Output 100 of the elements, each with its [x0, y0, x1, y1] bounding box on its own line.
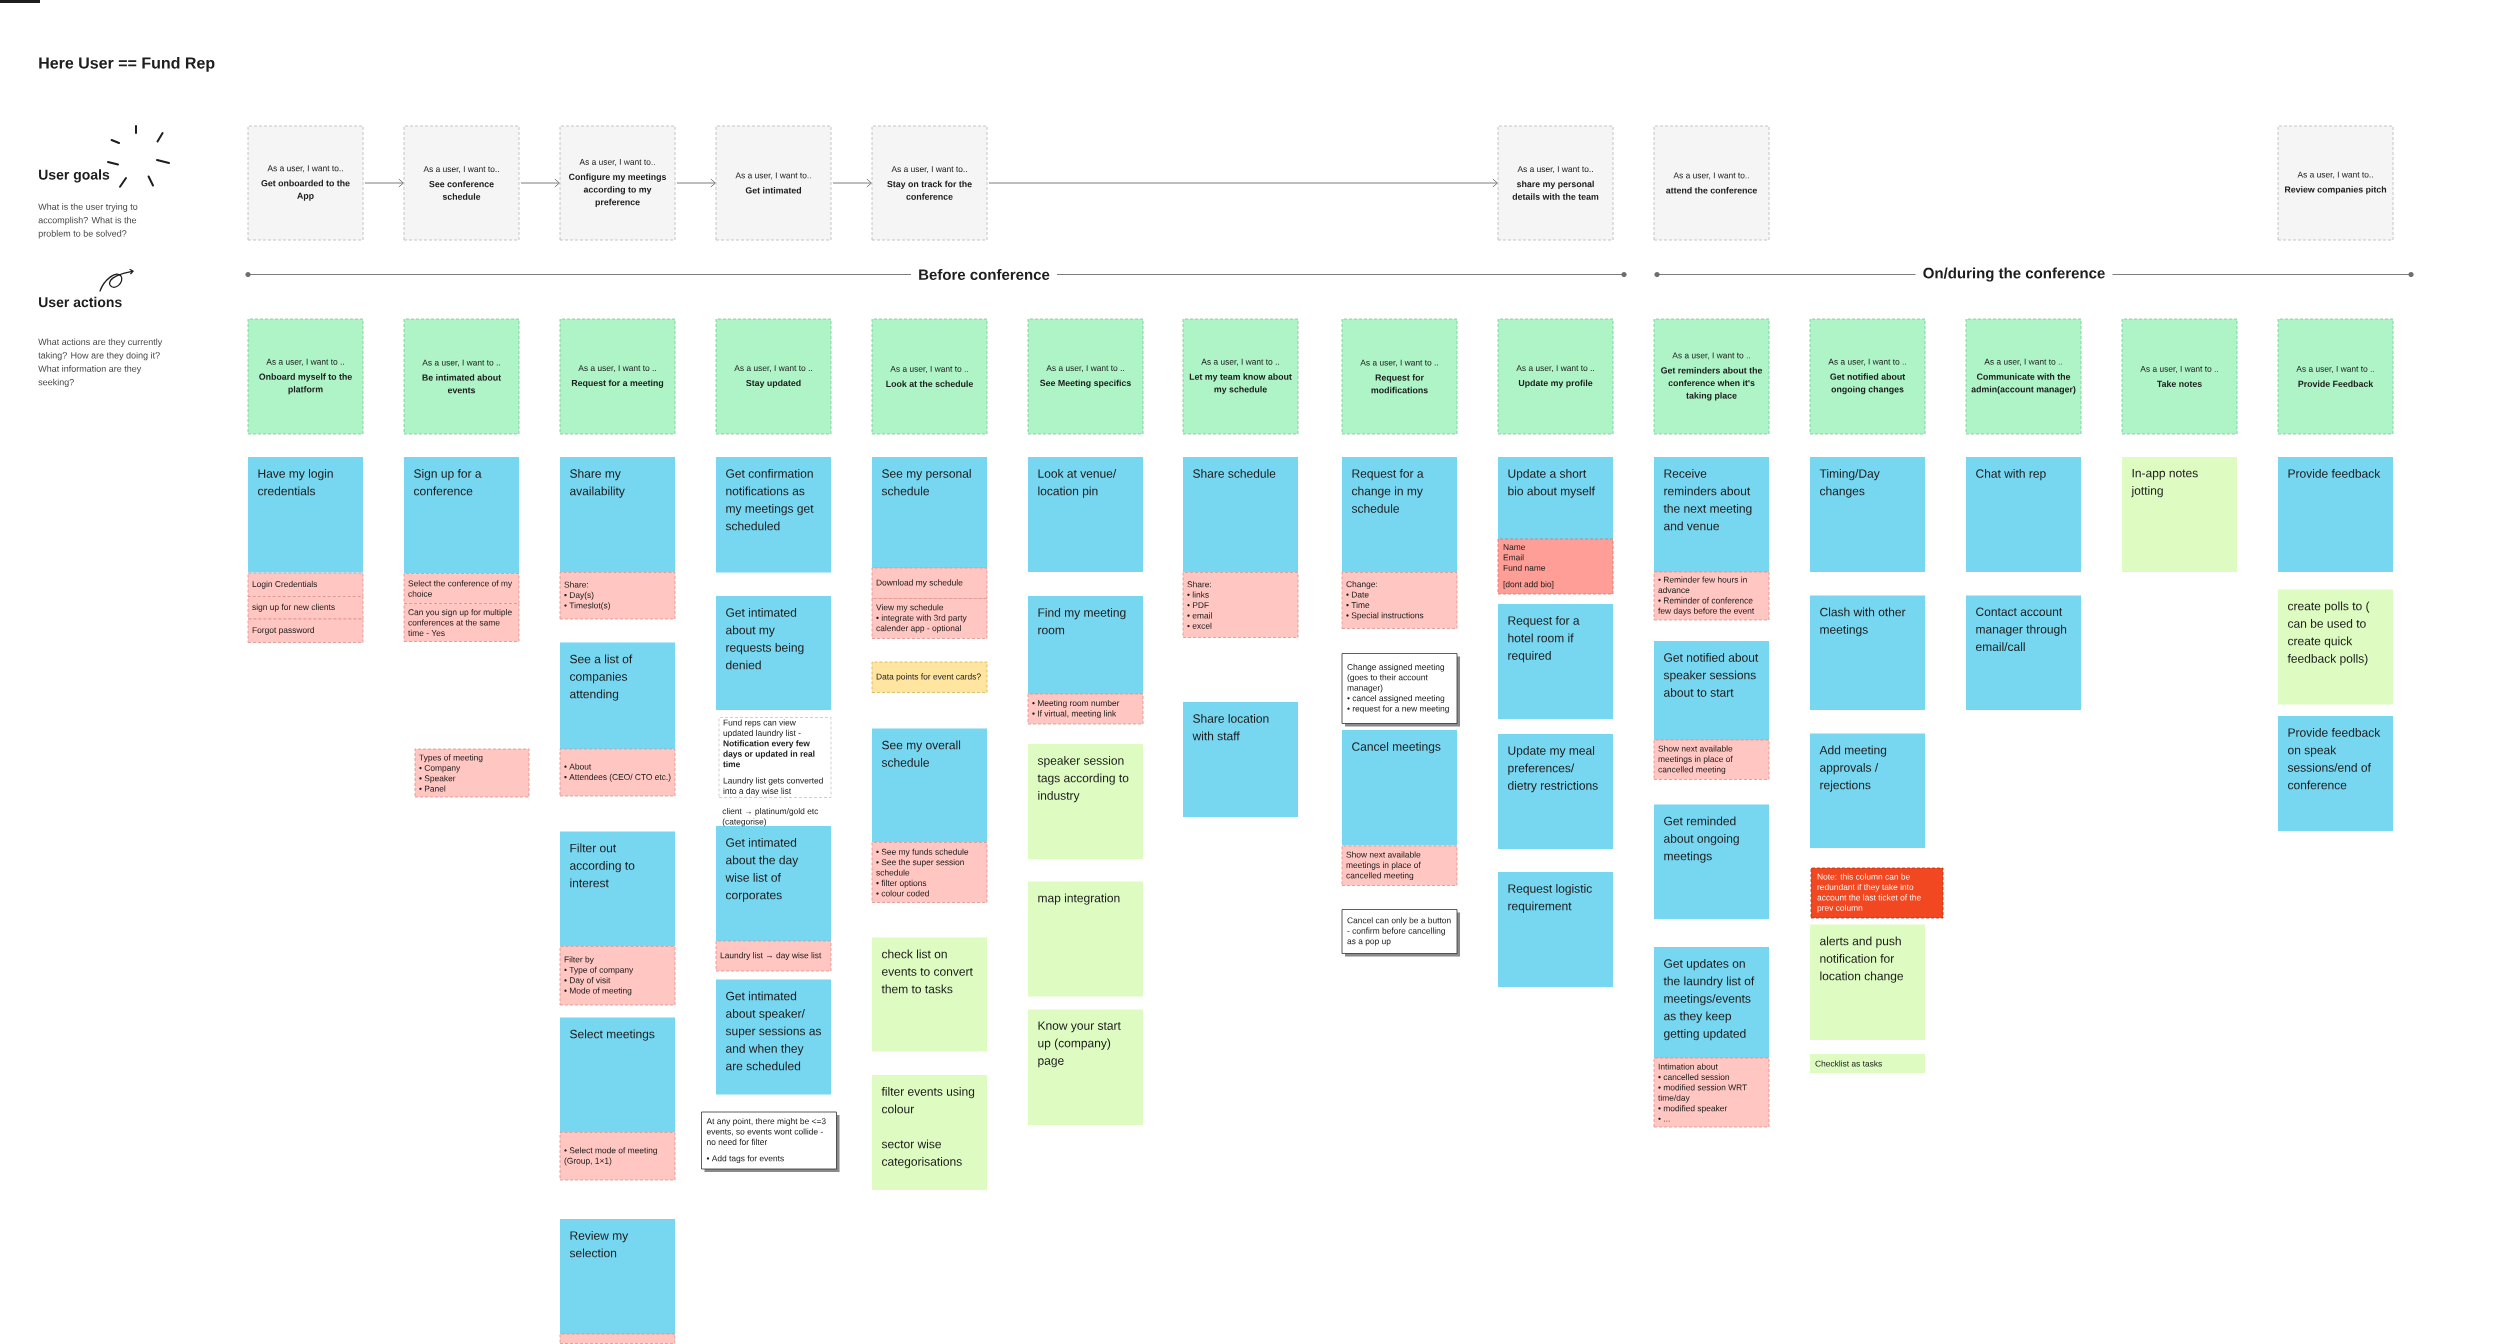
note-card: • Reminder few hours in advance • Reminder of conference few days before the event: [1653, 571, 1770, 621]
sticky-note: Provide feedback: [2278, 457, 2394, 572]
sticky-note: filter events using colour sector wise categorisations: [872, 1075, 987, 1190]
note-card: • Meeting room number • If virtual, meeting link: [1027, 693, 1144, 725]
action-card: As a user, I want to .. Update my profile: [1497, 318, 1614, 435]
note-card: Can you sign up for multiple conferences at the same time - Yes: [403, 603, 520, 642]
sticky-note: Request logistic requirement: [1498, 872, 1613, 987]
sticky-note: Get intimated about my requests being denied: [716, 596, 831, 710]
sticky-note: Update a short bio about myself: [1498, 457, 1613, 539]
section-heading: User actions: [39, 296, 122, 308]
sticky-note: Clash with other meetings: [1810, 595, 1926, 710]
arrow: [988, 178, 1498, 188]
arrow: [520, 178, 560, 188]
sticky-note: alerts and push notification for location change: [1810, 924, 1926, 1040]
sticky-note: Contact account manager through email/call: [1966, 595, 2082, 710]
goal-card: As a user, I want to.. See conference schedule: [403, 125, 520, 241]
action-card: As a user, I want to .. Let my team know about my schedule: [1182, 318, 1299, 435]
action-card: As a user, I want to .. See Meeting specifics: [1027, 318, 1144, 435]
note-card: • Select mode of meeting (Group, 1×1): [559, 1132, 676, 1181]
sticky-note: Filter out according to interest: [560, 831, 675, 947]
sticky-note: Get updates on the laundry list of meetings/events as they keep getting updated: [1654, 947, 1770, 1058]
action-card: As a user, I want to .. Onboard myself to the platform: [247, 318, 364, 435]
note-card: [559, 1333, 676, 1344]
note-card: Share: • Day(s) • Timeslot(s): [559, 572, 676, 620]
comment-card: Cancel can only be a button - confirm before cancelling as a pop up: [1341, 909, 1460, 957]
action-card: As a user, I want to .. Request for a meeting: [559, 318, 676, 435]
action-card: As a user, I want to .. Get notified about ongoing changes: [1809, 318, 1926, 435]
arrow: [832, 178, 872, 188]
sticky-note: Know your start up (company) page: [1028, 1009, 1143, 1125]
goal-card: As a user, I want to.. Configure my meetings according to my preference: [559, 125, 676, 241]
sticky-note: Get intimated about the day wise list of corporates: [716, 826, 831, 941]
sticky-note: Review my selection: [560, 1219, 675, 1334]
note-card: Share: • links • PDF • email • excel: [1182, 572, 1299, 638]
sticky-note: Get confirmation notifications as my meetings get scheduled: [716, 457, 831, 573]
note-card: Forgot password: [247, 618, 364, 643]
sticky-note: Share schedule: [1183, 457, 1298, 573]
sticky-note: Get intimated about speaker/ super sessions as and when they are scheduled: [716, 979, 831, 1095]
note-card: Checklist as tasks: [1810, 1054, 1926, 1073]
comment-card: Fund reps can view updated laundry list - Notification every few days or updated in real time Laundry list gets converted into a day wise list: [718, 717, 832, 798]
sticky-note: map integration: [1028, 881, 1143, 997]
goal-card: As a user, I want to.. share my personal details with the team: [1497, 125, 1614, 241]
note-card: sign up for new clients: [247, 596, 364, 620]
action-card: As a user, I want to .. Request for modifications: [1341, 318, 1458, 435]
sticky-note: In-app notes jotting: [2122, 457, 2238, 572]
goal-card: As a user, I want to.. Review companies pitch: [2277, 125, 2394, 241]
action-card: As a user, I want to .. Be intimated about events: [403, 318, 520, 435]
action-card: As a user, I want to .. Get reminders about the conference when it's taking place: [1653, 318, 1770, 435]
note-card: Show next available meetings in place of cancelled meeting: [1653, 739, 1770, 780]
action-card: As a user, I want to .. Provide Feedback: [2277, 318, 2394, 435]
sticky-note: Get notified about speaker sessions about to start: [1654, 641, 1770, 740]
note-card: Data points for event cards?: [871, 661, 988, 693]
note-card: Types of meeting • Company • Speaker • Panel: [414, 748, 530, 798]
note-card: Intimation about • cancelled session • modified session WRT time/day • modified speaker • ...: [1653, 1057, 1770, 1128]
sticky-note: See a list of companies attending: [560, 642, 675, 749]
note-card: Select the conference of my choice: [403, 573, 520, 604]
note-card: Download my schedule: [871, 567, 988, 599]
action-card: As a user, I want to .. Communicate with the admin(account manager): [1965, 318, 2082, 435]
action-card: As a user, I want to .. Look at the schedule: [871, 318, 988, 435]
sticky-note: Timing/Day changes: [1810, 457, 1926, 572]
note-card: Show next available meetings in place of cancelled meeting: [1341, 845, 1458, 886]
section-heading: User goals: [39, 169, 110, 183]
arrow: [364, 178, 404, 188]
sticky-note: Add meeting approvals / rejections: [1810, 733, 1926, 848]
arrow: [676, 178, 716, 188]
page-title: Here User == Fund Rep: [39, 56, 215, 72]
sticky-note: See my overall schedule: [872, 728, 987, 843]
note-card: • See my funds schedule • See the super session schedule • filter options • colour coded: [871, 842, 988, 903]
sticky-note: Get reminded about ongoing meetings: [1654, 804, 1770, 919]
section-description: What is the user trying to accomplish? What is the problem to be solved?: [38, 203, 138, 239]
sticky-note: Have my login credentials: [248, 457, 363, 573]
note-text: client → platinum/gold etc (categorise): [722, 808, 819, 827]
sticky-note: Receive reminders about the next meeting and venue: [1654, 457, 1770, 572]
note-card: Change: • Date • Time • Special instructions: [1341, 572, 1458, 629]
sticky-note: Cancel meetings: [1342, 730, 1457, 846]
note-card: Note: this column can be redundant if they take into account the last ticket of the prev column: [1810, 867, 1944, 919]
sticky-note: Look at venue/ location pin: [1028, 457, 1143, 572]
phase-label: Before conference: [919, 269, 1050, 280]
sticky-note: Sign up for a conference: [404, 457, 519, 574]
sticky-note: See my personal schedule: [872, 457, 987, 568]
action-card: As a user, I want to .. Stay updated: [715, 318, 832, 435]
sticky-note: Provide feedback on speak sessions/end of conference: [2278, 716, 2394, 831]
note-card: Filter by • Type of company • Day of visit • Mode of meeting: [559, 946, 676, 1006]
sticky-note: Chat with rep: [1966, 457, 2082, 572]
goal-card: As a user, I want to.. Get onboarded to the App: [247, 125, 364, 241]
comment-card: Change assigned meeting (goes to their account manager) • cancel assigned meeting • request for a new meeting: [1341, 653, 1460, 727]
goal-card: As a user, I want to.. Stay on track for the conference: [871, 125, 988, 241]
sticky-note: Update my meal preferences/ dietry restrictions: [1498, 734, 1613, 849]
sticky-note: Share location with staff: [1183, 702, 1298, 817]
sticky-note: speaker session tags according to industry: [1028, 744, 1143, 859]
goal-card: As a user, I want to.. Get intimated: [715, 125, 832, 241]
sticky-note: Request for a change in my schedule: [1342, 457, 1457, 573]
sticky-note: check list on events to convert them to tasks: [872, 937, 987, 1052]
note-card: • About • Attendees (CEO/ CTO etc.): [559, 748, 676, 797]
note-card: View my schedule • integrate with 3rd party calender app - optional: [871, 598, 988, 639]
action-card: As a user, I want to .. Take notes: [2121, 318, 2238, 435]
sticky-note: Select meetings: [560, 1017, 675, 1133]
section-description: What actions are they currently taking? How are they doing it? What information are they seeking?: [38, 338, 163, 388]
sticky-note: Share my availability: [560, 457, 675, 573]
sticky-note: create polls to ( can be used to create quick feedback polls): [2278, 589, 2394, 705]
goal-card: As a user, I want to.. attend the conference: [1653, 125, 1770, 241]
